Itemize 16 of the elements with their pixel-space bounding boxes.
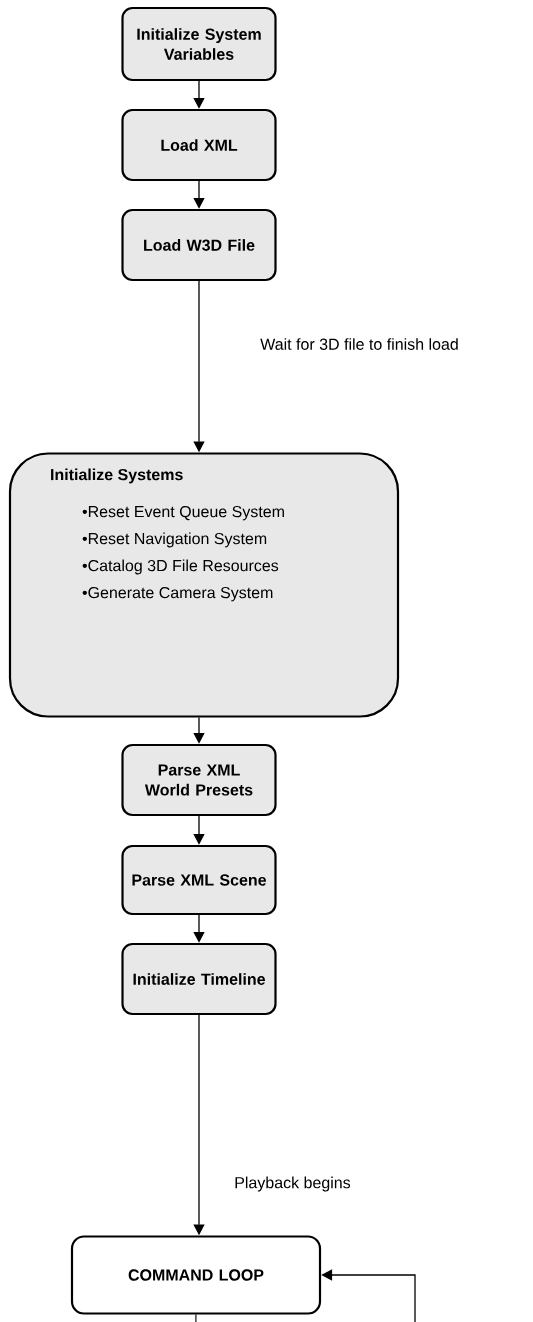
edge-label: Wait for 3D file to finish load	[258, 336, 461, 352]
process-box: Initialize Systems •Reset Event Queue System •Reset Navigation System •Catalog 3D File Resources •Generate Camera System	[8, 452, 400, 718]
process-box: Parse XML World Presets	[121, 743, 277, 817]
process-box: Initialize Timeline	[121, 942, 277, 1016]
process-box: Initialize System Variables	[121, 6, 277, 82]
arrow	[193, 914, 205, 943]
edge-label: Playback begins	[232, 1174, 353, 1194]
process-box: Parse XML Scene	[121, 844, 277, 916]
arrow	[193, 180, 205, 209]
process-box: COMMAND LOOP	[70, 1235, 322, 1315]
process-box: Load W3D File	[121, 208, 277, 282]
arrow	[193, 815, 205, 845]
arrow	[193, 80, 205, 109]
process-box: Load XML	[121, 108, 277, 182]
arrow	[321, 1269, 416, 1322]
arrow	[193, 716, 205, 744]
